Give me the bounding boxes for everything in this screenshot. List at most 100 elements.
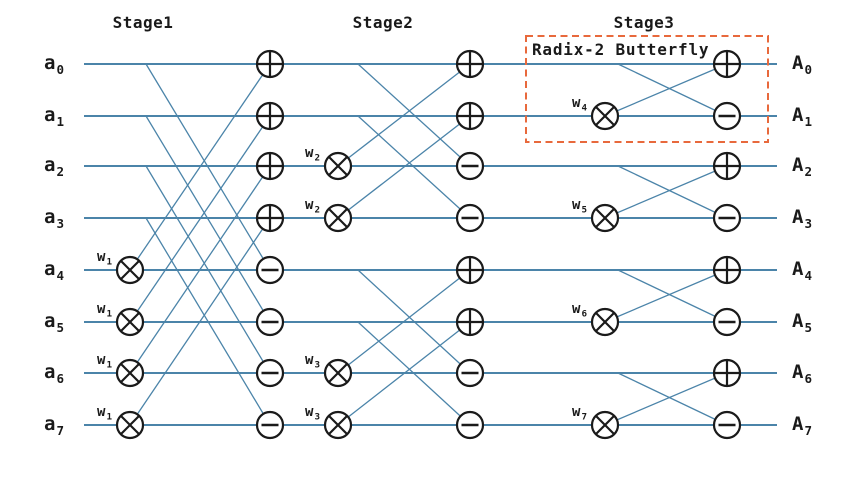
twiddle-label-w1-row4-base: w	[97, 249, 106, 265]
output-label-A6-base: A	[792, 361, 804, 383]
stage2-down-diagonal	[357, 321, 471, 426]
output-label-A2: A2	[792, 154, 812, 178]
output-label-A2-base: A	[792, 154, 804, 176]
stage1-up-diagonal	[129, 217, 271, 426]
twiddle-label-w1-row6-base: w	[97, 352, 106, 368]
output-label-A4-base: A	[792, 258, 804, 280]
input-label-a1: a1	[44, 106, 64, 128]
twiddle-label-w3-row7: w3	[305, 405, 320, 423]
input-label-a5-base: a	[44, 310, 56, 332]
multiplier-node-icon	[115, 358, 145, 388]
adder-node-icon	[712, 49, 742, 79]
input-label-a4-subscript: 4	[56, 267, 64, 283]
stage1-up-diagonal	[129, 165, 271, 374]
output-label-A0: A0	[792, 52, 812, 76]
subtractor-node-icon	[712, 101, 742, 131]
multiplier-node-icon	[323, 410, 353, 440]
subtractor-node-icon	[455, 203, 485, 233]
stage3-up-diagonal	[604, 63, 728, 117]
twiddle-label-w5-row3-subscript: 5	[581, 204, 587, 216]
subtractor-node-icon	[712, 410, 742, 440]
twiddle-label-w3-row7-subscript: 3	[314, 411, 320, 423]
input-label-a7: a7	[44, 413, 64, 437]
stage2-down-diagonal	[357, 115, 471, 219]
twiddle-label-w3-row6-base: w	[305, 352, 314, 368]
adder-node-icon	[455, 101, 485, 131]
twiddle-label-w2-row2-base: w	[305, 145, 314, 161]
adder-node-icon	[255, 151, 285, 181]
times-bar	[120, 415, 140, 435]
stage1-down-diagonal	[145, 165, 271, 374]
input-label-a3-subscript: 3	[56, 215, 64, 231]
subtractor-node-icon	[712, 203, 742, 233]
stage2-up-diagonal	[337, 321, 471, 426]
times-bar	[595, 312, 615, 332]
output-label-A3-base: A	[792, 206, 804, 228]
times-bar	[328, 363, 348, 383]
subtractor-node-icon	[255, 358, 285, 388]
twiddle-label-w1-row5-base: w	[97, 301, 106, 317]
adder-node-icon	[455, 49, 485, 79]
multiplier-node-icon	[590, 307, 620, 337]
output-label-A5: A5	[792, 312, 812, 334]
twiddle-label-w4-row1-base: w	[572, 95, 581, 111]
twiddle-label-w7-row7-subscript: 7	[581, 411, 587, 423]
output-label-A3: A3	[792, 206, 812, 230]
stage2-down-diagonal	[357, 269, 471, 374]
output-label-A0-subscript: 0	[804, 61, 812, 77]
times-bar	[595, 415, 615, 435]
stage-title-1: Stage1	[112, 13, 174, 32]
input-label-a0: a0	[44, 52, 64, 76]
stage3-down-diagonal	[617, 372, 728, 426]
twiddle-label-w1-row7: w1	[97, 405, 112, 423]
output-label-A0-base: A	[792, 52, 804, 74]
twiddle-label-w1-row6: w1	[97, 352, 112, 370]
output-label-A4: A4	[792, 258, 812, 282]
output-label-A6: A6	[792, 361, 812, 385]
twiddle-label-w1-row4-subscript: 1	[106, 256, 112, 268]
radix2-butterfly-box	[525, 35, 769, 143]
stage1-down-diagonal	[145, 115, 271, 323]
twiddle-label-w7-row7-base: w	[572, 404, 581, 420]
subtractor-node-icon	[255, 307, 285, 337]
times-bar	[328, 415, 348, 435]
times-bar	[595, 106, 615, 126]
multiplier-node-icon	[323, 358, 353, 388]
stage2-down-diagonal	[357, 63, 471, 167]
stage2-up-diagonal	[337, 115, 471, 219]
multiplier-node-icon	[323, 151, 353, 181]
output-label-A1: A1	[792, 106, 812, 128]
output-label-A7-base: A	[792, 413, 804, 435]
stage3-down-diagonal	[617, 63, 728, 117]
input-label-a6-base: a	[44, 361, 56, 383]
input-label-a5-subscript: 5	[56, 319, 64, 335]
twiddle-label-w2-row2-subscript: 2	[314, 152, 320, 164]
stage1-up-diagonal	[129, 63, 271, 271]
twiddle-label-w6-row5-subscript: 6	[581, 308, 587, 320]
twiddle-label-w3-row6: w3	[305, 352, 320, 370]
input-label-a0-base: a	[44, 52, 56, 74]
multiplier-node-icon	[590, 410, 620, 440]
stage2-up-diagonal	[337, 269, 471, 374]
subtractor-node-icon	[255, 255, 285, 285]
stage-title-3: Stage3	[613, 13, 675, 32]
input-label-a6-subscript: 6	[56, 370, 64, 386]
input-label-a7-base: a	[44, 413, 56, 435]
multiplier-node-icon	[590, 203, 620, 233]
stage2-up-diagonal	[337, 63, 471, 167]
twiddle-label-w7-row7: w7	[572, 404, 587, 423]
adder-node-icon	[455, 307, 485, 337]
times-bar	[595, 208, 615, 228]
subtractor-node-icon	[455, 410, 485, 440]
input-label-a1-subscript: 1	[56, 113, 64, 129]
multiplier-node-icon	[115, 307, 145, 337]
input-label-a0-subscript: 0	[56, 61, 64, 77]
stage-title-2: Stage2	[352, 13, 414, 32]
twiddle-label-w6-row5-base: w	[572, 301, 581, 317]
stage3-up-diagonal	[604, 372, 728, 426]
twiddle-label-w1-row7-subscript: 1	[106, 411, 112, 423]
multiplier-node-icon	[115, 410, 145, 440]
twiddle-label-w5-row3-base: w	[572, 197, 581, 213]
output-label-A5-subscript: 5	[804, 319, 812, 335]
